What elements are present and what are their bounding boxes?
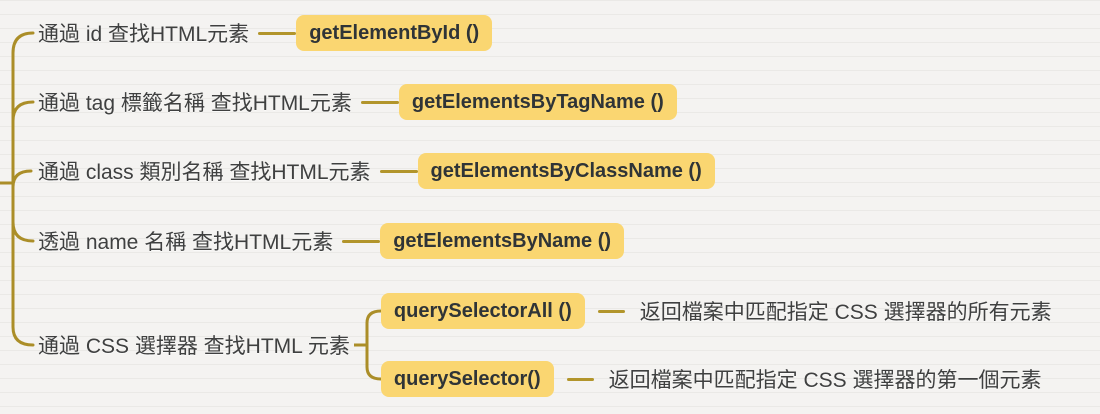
method-node-getelementbyid[interactable]: getElementById (): [296, 15, 493, 51]
branch-label-id[interactable]: 通過 id 查找HTML元素: [38, 23, 250, 46]
children-bracket-line: [353, 309, 381, 381]
branch-row-id: 通過 id 查找HTML元素 getElementById (): [38, 14, 493, 52]
method-node-queryselector[interactable]: querySelector(): [380, 361, 554, 397]
description-queryselector[interactable]: 返回檔案中匹配指定 CSS 選擇器的第一個元素: [608, 369, 1042, 392]
child-row-queryselector: querySelector() 返回檔案中匹配指定 CSS 選擇器的第一個元素: [380, 361, 1052, 397]
connector-dash: [566, 377, 594, 381]
connector-dash: [342, 239, 381, 243]
method-node-getelementsbyname[interactable]: getElementsByName (): [380, 223, 625, 259]
connector-dash: [360, 100, 399, 104]
connector-dash: [379, 169, 418, 173]
method-node-queryselectorall[interactable]: querySelectorAll (): [380, 293, 585, 329]
child-row-queryselectorall: querySelectorAll () 返回檔案中匹配指定 CSS 選擇器的所有…: [380, 293, 1052, 329]
css-selector-children: querySelectorAll () 返回檔案中匹配指定 CSS 選擇器的所有…: [380, 293, 1052, 397]
connector-dash: [258, 31, 297, 35]
branch-row-css-selector: 通過 CSS 選擇器 查找HTML 元素 querySelectorAll ()…: [38, 293, 1052, 397]
branch-label-class[interactable]: 通過 class 類別名稱 查找HTML元素: [38, 161, 371, 184]
branch-label-css-selector[interactable]: 通過 CSS 選擇器 查找HTML 元素: [38, 335, 350, 358]
method-node-getelementsbytagname[interactable]: getElementsByTagName (): [398, 84, 677, 120]
branch-row-class: 通過 class 類別名稱 查找HTML元素 getElementsByClas…: [38, 152, 715, 190]
branch-label-name[interactable]: 透過 name 名稱 查找HTML元素: [38, 231, 334, 254]
branch-row-tag: 通過 tag 標籤名稱 查找HTML元素 getElementsByTagNam…: [38, 83, 677, 121]
trunk-line: [11, 31, 35, 347]
elbow-branch-name: [11, 220, 35, 243]
branch-row-name: 透過 name 名稱 查找HTML元素 getElementsByName (): [38, 222, 625, 260]
branch-label-tag[interactable]: 通過 tag 標籤名稱 查找HTML元素: [38, 92, 352, 115]
connector-dash: [597, 309, 625, 313]
elbow-branch-class: [11, 169, 33, 189]
method-node-getelementsbyclassname[interactable]: getElementsByClassName (): [417, 153, 715, 189]
description-queryselectorall[interactable]: 返回檔案中匹配指定 CSS 選擇器的所有元素: [639, 301, 1052, 324]
elbow-branch-tag: [11, 100, 35, 123]
